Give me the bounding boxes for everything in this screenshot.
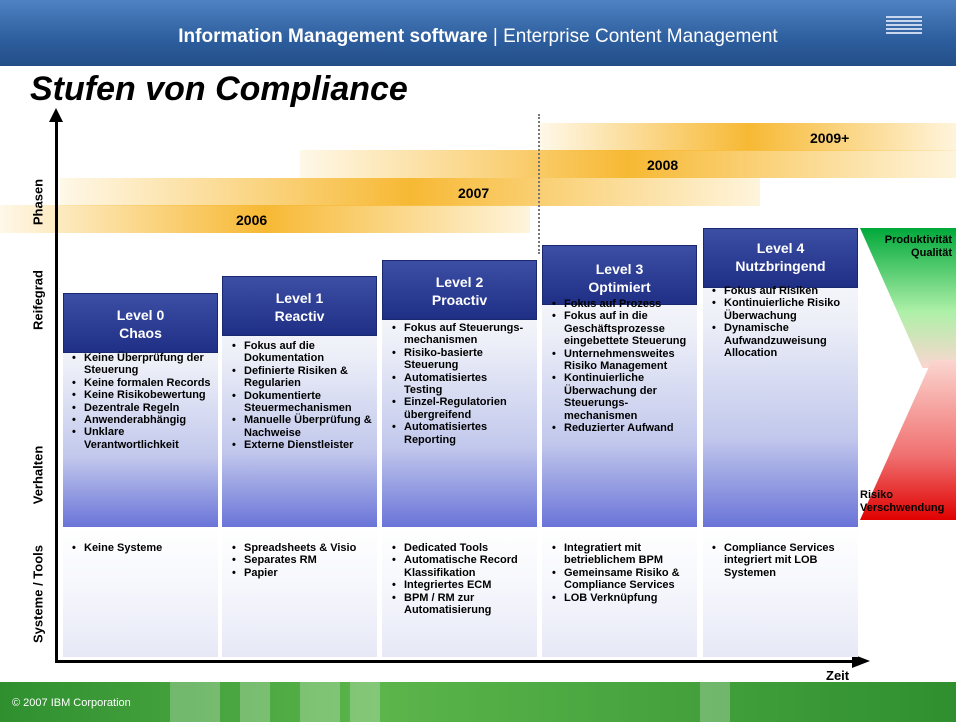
x-axis-arrow-icon [852, 654, 870, 668]
row-label-systeme: Systeme / Tools [30, 544, 46, 644]
phase-label: 2006 [236, 212, 268, 228]
level-1-systems: Spreadsheets & Visio Separates RM Papier [232, 542, 372, 580]
level-3-heading: Level 3 Optimiert [542, 245, 697, 305]
footer-decoration [700, 682, 730, 722]
list-item: Kontinuierliche Risiko Überwachung [712, 297, 858, 322]
level-4-systems: Compliance Services integriert mit LOB S… [712, 542, 858, 579]
level-3-systems: Integratiert mit betrieblichem BPM Gemei… [552, 542, 692, 604]
list-item: Manuelle Überprüfung & Nachweise [232, 414, 378, 439]
header-title: Information Management software | Enterp… [0, 26, 956, 48]
header-product: Enterprise Content Management [503, 26, 778, 47]
level-1-behaviors: Fokus auf die Dokumentation Definierte R… [232, 340, 378, 452]
header-bar: Information Management software | Enterp… [0, 0, 956, 66]
list-item: Kontinuierliche Überwachung der Steuerun… [552, 372, 698, 422]
row-label-verhalten: Verhalten [30, 445, 46, 505]
list-item: Automatisiertes Reporting [392, 421, 524, 446]
list-item: Gemeinsame Risiko & Compliance Services [552, 567, 692, 592]
list-item: Keine Überprüfung der Steuerung [72, 352, 212, 377]
copyright: © 2007 IBM Corporation [12, 697, 131, 709]
list-item: Papier [232, 567, 372, 580]
phase-label: 2007 [458, 185, 490, 201]
x-axis [55, 660, 855, 663]
list-item: Automatisiertes Testing [392, 372, 524, 397]
phase-label: 2009+ [810, 130, 850, 146]
list-item: Keine Systeme [72, 542, 212, 555]
level-1-heading: Level 1 Reactiv [222, 276, 377, 336]
phase-2007: 2007 [60, 178, 760, 206]
header-brand: Information Management software [178, 26, 488, 47]
list-item: Separates RM [232, 554, 372, 567]
risk-label: Risiko Verschwendung [860, 489, 945, 514]
list-item: Integratiert mit betrieblichem BPM [552, 542, 692, 567]
list-item: Spreadsheets & Visio [232, 542, 372, 555]
list-item: Fokus auf die Dokumentation [232, 340, 378, 365]
footer-bar: © 2007 IBM Corporation [0, 682, 956, 722]
list-item: LOB Verknüpfung [552, 592, 692, 605]
footer-decoration [170, 682, 220, 722]
list-item: Unternehmensweites Risiko Management [552, 348, 698, 373]
phase-divider [538, 114, 540, 254]
level-2-heading: Level 2 Proactiv [382, 260, 537, 320]
list-item: Fokus auf Steuerungs-mechanismen [392, 322, 524, 347]
list-item: Keine formalen Records [72, 377, 212, 390]
level-0-behaviors: Keine Überprüfung der Steuerung Keine fo… [72, 352, 212, 451]
list-item: Fokus auf in die Geschäftsprozesse einge… [552, 310, 698, 347]
list-item: Einzel-Regulatorien übergreifend [392, 396, 524, 421]
phase-2008: 2008 [300, 150, 956, 178]
level-4-heading: Level 4 Nutzbringend [703, 228, 858, 288]
ibm-logo-icon [886, 16, 922, 36]
level-3-behaviors: Fokus auf Prozess Fokus auf in die Gesch… [552, 298, 698, 435]
list-item: Unklare Verantwortlichkeit [72, 426, 212, 451]
list-item: Anwenderabhängig [72, 414, 212, 427]
list-item: BPM / RM zur Automatisierung [392, 592, 532, 617]
level-0-heading: Level 0 Chaos [63, 293, 218, 353]
phase-2009: 2009+ [540, 123, 956, 151]
list-item: Automatische Record Klassifikation [392, 554, 532, 579]
list-item: Reduzierter Aufwand [552, 422, 698, 435]
row-label-reifegrad: Reifegrad [30, 270, 46, 330]
footer-decoration [300, 682, 340, 722]
y-axis-arrow-icon [49, 108, 63, 122]
level-2-systems: Dedicated Tools Automatische Record Klas… [392, 542, 532, 616]
level-4-behaviors: Fokus auf Risiken Kontinuierliche Risiko… [712, 285, 858, 359]
list-item: Dynamische Aufwandzuweisung Allocation [712, 322, 858, 359]
page-title: Stufen von Compliance [30, 70, 408, 108]
list-item: Fokus auf Prozess [552, 298, 698, 311]
phase-label: 2008 [647, 157, 679, 173]
row-label-phasen: Phasen [30, 178, 46, 226]
list-item: Definierte Risiken & Regularien [232, 365, 378, 390]
list-item: Fokus auf Risiken [712, 285, 858, 298]
x-axis-label: Zeit [826, 668, 850, 683]
list-item: Integriertes ECM [392, 579, 532, 592]
list-item: Risiko-basierte Steuerung [392, 347, 524, 372]
list-item: Keine Risikobewertung [72, 389, 212, 402]
list-item: Dezentrale Regeln [72, 402, 212, 415]
list-item: Dokumentierte Steuermechanismen [232, 390, 378, 415]
list-item: Dedicated Tools [392, 542, 532, 555]
footer-decoration [240, 682, 270, 722]
level-2-behaviors: Fokus auf Steuerungs-mechanismen Risiko-… [392, 322, 524, 446]
y-axis [55, 118, 58, 663]
list-item: Externe Dienstleister [232, 439, 378, 452]
footer-decoration [350, 682, 380, 722]
level-0-systems: Keine Systeme [72, 542, 212, 555]
list-item: Compliance Services integriert mit LOB S… [712, 542, 858, 579]
header-separator: | [487, 26, 504, 47]
phase-2006: 2006 [0, 205, 530, 233]
productivity-label: Produktivität Qualität [884, 234, 952, 259]
